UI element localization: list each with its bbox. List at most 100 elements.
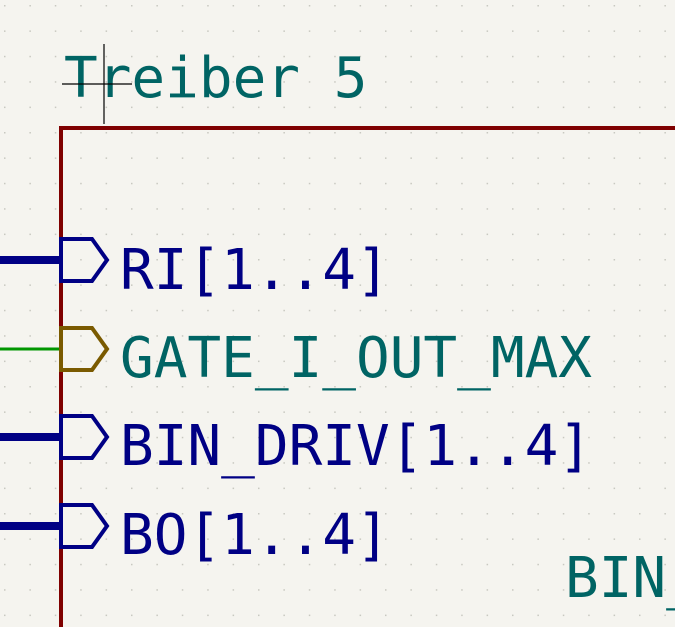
grid-dot [613, 132, 616, 134]
grid-dot [334, 614, 336, 617]
grid-dot [156, 411, 158, 413]
grid-dot [512, 360, 514, 363]
grid-dot [588, 563, 590, 566]
grid-dot [105, 132, 108, 134]
grid-dot [562, 233, 565, 236]
grid-dot [537, 182, 539, 185]
grid-dot [359, 81, 362, 83]
partial-net-label[interactable]: BIN_ [565, 546, 675, 611]
grid-dot [512, 233, 514, 236]
grid-dot [80, 436, 82, 439]
grid-dot [181, 335, 184, 337]
grid-dot [435, 30, 438, 32]
hierarchical-sheet[interactable] [59, 126, 675, 627]
grid-dot [562, 259, 565, 261]
grid-dot [207, 106, 209, 109]
sheet-pin-bo[interactable]: BO[1..4] [0, 503, 390, 568]
grid-dot [410, 106, 412, 109]
grid-dot [80, 5, 82, 7]
grid-dot [105, 360, 108, 363]
grid-dot [156, 5, 158, 7]
sheet-pin-gate-i-out-max[interactable]: GATE_I_OUT_MAX [0, 326, 592, 391]
grid-dot [258, 5, 260, 7]
grid-dot [664, 5, 666, 7]
grid-dot [29, 487, 31, 490]
grid-dot [664, 132, 666, 134]
grid-dot [105, 208, 108, 210]
grid-dot [105, 30, 108, 32]
grid-dot [54, 132, 57, 134]
grid-dot [562, 563, 565, 566]
grid-dot [283, 81, 285, 83]
grid-dot [639, 563, 641, 566]
pin-label-bo: BO[1..4] [120, 503, 390, 568]
grid-dot [181, 360, 184, 363]
sheet-title[interactable]: Treiber 5 [64, 46, 367, 111]
grid-dot [80, 284, 82, 286]
grid-dot [283, 360, 285, 363]
grid-dot [639, 335, 641, 337]
grid-dot [410, 614, 412, 617]
grid-dot [461, 335, 463, 337]
grid-dot [308, 81, 311, 83]
grid-dot [385, 513, 387, 515]
grid-dot [156, 538, 158, 540]
grid-dot [54, 513, 57, 515]
grid-dot [334, 81, 336, 83]
grid-dot [486, 106, 489, 109]
grid-dot [588, 487, 590, 490]
grid-dot [613, 106, 616, 109]
grid-dot [385, 233, 387, 236]
grid-dot [461, 589, 463, 591]
grid-dot [435, 436, 438, 439]
pin-shape-bin-driv [59, 414, 110, 460]
grid-dot [232, 106, 235, 109]
grid-dot [486, 436, 489, 439]
grid-dot [156, 563, 158, 566]
grid-dot [461, 106, 463, 109]
grid-dot [131, 233, 133, 236]
grid-dot [537, 487, 539, 490]
grid-dot [664, 284, 666, 286]
grid-dot [308, 411, 311, 413]
grid-dot [613, 157, 616, 159]
sheet-pin-bin-driv[interactable]: BIN_DRIV[1..4] [0, 414, 592, 479]
grid-dot [537, 81, 539, 83]
grid-dot [588, 335, 590, 337]
grid-dot [181, 538, 184, 540]
grid-dot [385, 208, 387, 210]
grid-dot [258, 563, 260, 566]
grid-dot [537, 284, 539, 286]
grid-dot [131, 30, 133, 32]
grid-dot [410, 538, 412, 540]
grid-dot [639, 411, 641, 413]
grid-dot [80, 157, 82, 159]
grid-dot [207, 259, 209, 261]
grid-dot [486, 157, 489, 159]
grid-dot [334, 208, 336, 210]
grid-dot [29, 411, 31, 413]
sheet-pin-ri[interactable]: RI[1..4] [0, 237, 390, 303]
grid-dot [385, 132, 387, 134]
grid-dot [385, 487, 387, 490]
grid-dot [664, 386, 666, 388]
grid-dot [80, 411, 82, 413]
grid-dot [283, 411, 285, 413]
grid-dot [664, 208, 666, 210]
grid-dot [4, 386, 6, 388]
grid-dot [207, 132, 209, 134]
grid-dot [461, 81, 463, 83]
grid-dot [207, 436, 209, 439]
grid-dot [308, 309, 311, 312]
grid-dot [4, 157, 6, 159]
grid-dot [410, 563, 412, 566]
grid-dot [359, 233, 362, 236]
grid-dot [258, 487, 260, 490]
grid-dot [4, 538, 6, 540]
grid-dot [359, 462, 362, 464]
grid-dot [664, 233, 666, 236]
grid-dot [512, 5, 514, 7]
grid-dot [308, 182, 311, 185]
grid-dot [29, 538, 31, 540]
